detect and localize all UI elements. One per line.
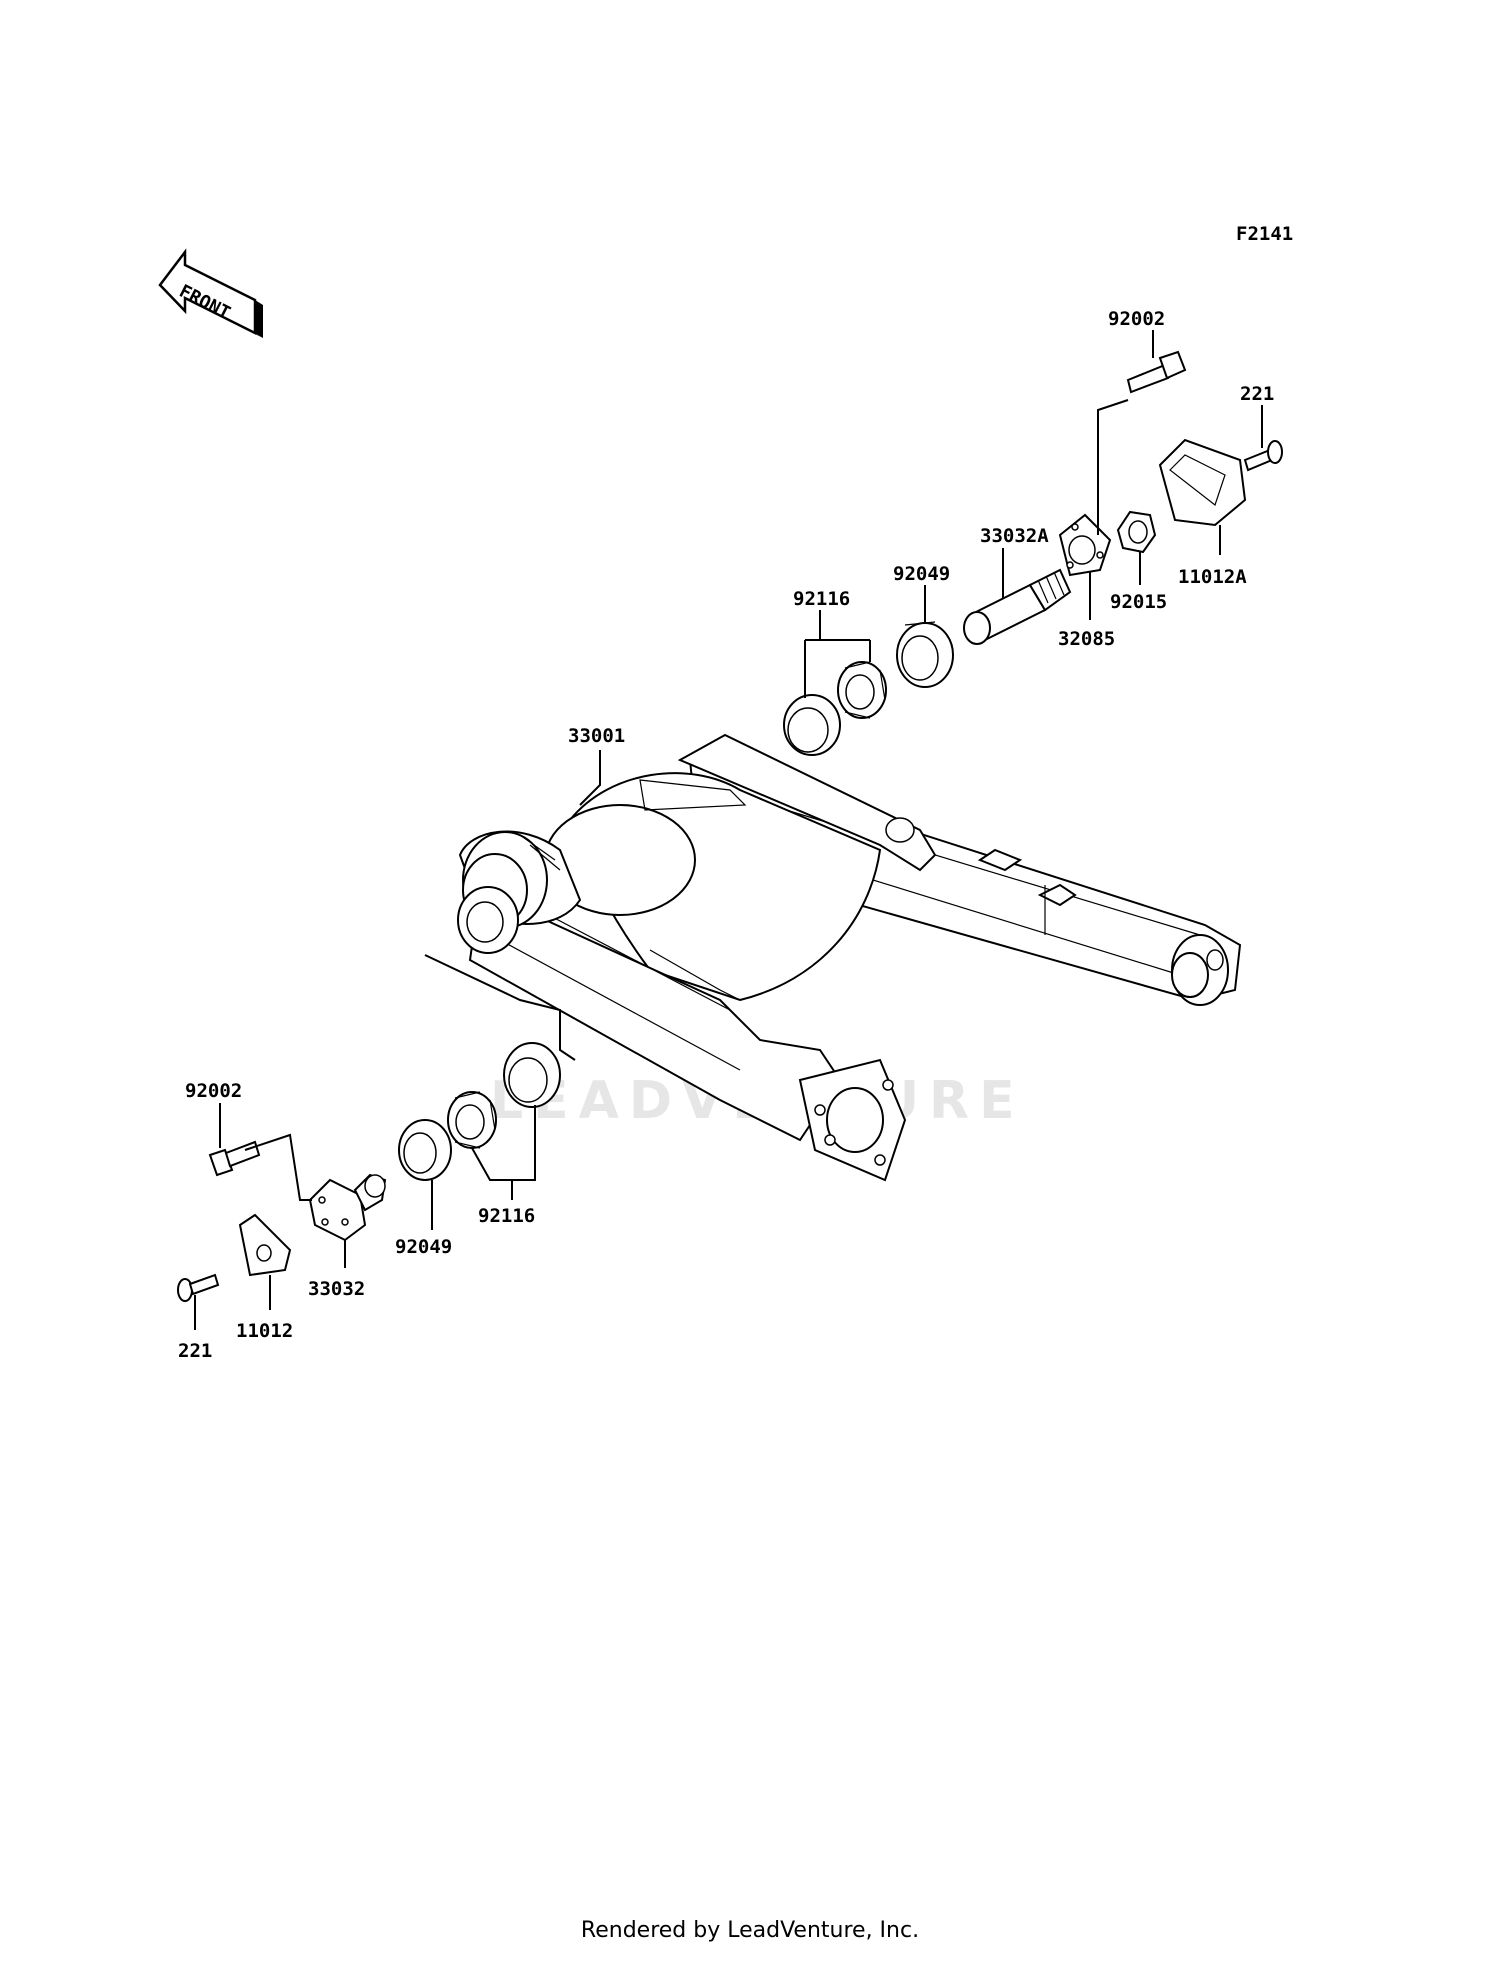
cover-11012 bbox=[238, 1213, 292, 1277]
label-221-bottom: 221 bbox=[178, 1340, 212, 1362]
part-labels: 92002 221 33032A 92049 92116 32085 92015… bbox=[178, 308, 1274, 1362]
label-33032: 33032 bbox=[308, 1278, 365, 1300]
bearing-92116-bottom bbox=[447, 1042, 561, 1149]
screw-221-top bbox=[1243, 440, 1283, 472]
nut-92015 bbox=[1116, 510, 1157, 554]
label-92049-top: 92049 bbox=[893, 563, 950, 585]
label-33032A: 33032A bbox=[980, 525, 1049, 547]
label-33001: 33001 bbox=[568, 725, 625, 747]
bearing-92116-top bbox=[783, 661, 887, 756]
seal-92049-bottom bbox=[398, 1119, 452, 1181]
bolt-92002-top bbox=[1126, 350, 1187, 394]
label-92002-top: 92002 bbox=[1108, 308, 1165, 330]
label-92049-bottom: 92049 bbox=[395, 1236, 452, 1258]
label-92116-top: 92116 bbox=[793, 588, 850, 610]
label-92116-bottom: 92116 bbox=[478, 1205, 535, 1227]
leader-lines bbox=[194, 330, 1263, 1330]
front-arrow-icon: FRONT bbox=[158, 248, 263, 338]
seal-92049-top bbox=[896, 621, 954, 688]
screw-221-bottom bbox=[177, 1273, 220, 1302]
swingarm-33001 bbox=[457, 733, 1242, 1182]
cover-11012A bbox=[1158, 438, 1247, 527]
pivot-shaft-33032 bbox=[308, 1173, 387, 1242]
pivot-shaft-33032A bbox=[963, 568, 1072, 645]
plate-32085 bbox=[1058, 513, 1112, 577]
label-11012A: 11012A bbox=[1178, 566, 1247, 588]
label-32085: 32085 bbox=[1058, 628, 1115, 650]
label-11012: 11012 bbox=[236, 1320, 293, 1342]
diagram-code: F2141 bbox=[1236, 223, 1293, 245]
footer-credit: Rendered by LeadVenture, Inc. bbox=[580, 1918, 920, 1943]
label-92002-bottom: 92002 bbox=[185, 1080, 242, 1102]
label-92015: 92015 bbox=[1110, 591, 1167, 613]
label-221-top: 221 bbox=[1240, 383, 1274, 405]
